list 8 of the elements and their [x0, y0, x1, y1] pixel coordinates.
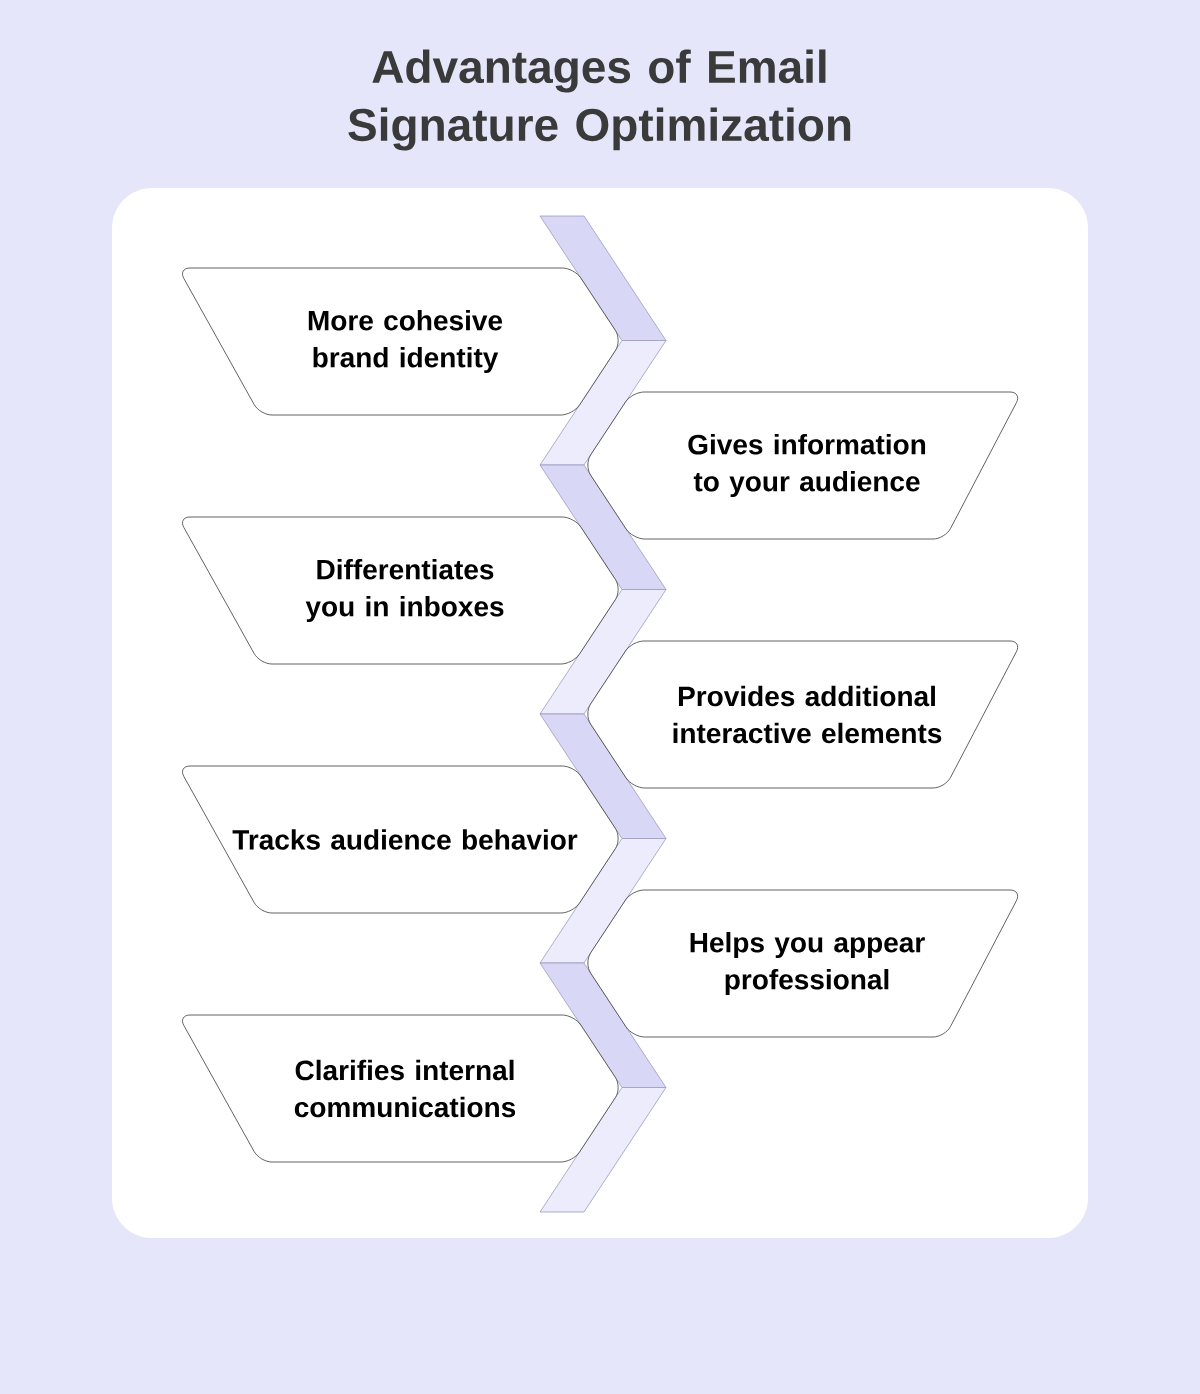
step-box: Clarifies internal communications [182, 1014, 619, 1163]
step-box: Provides additional interactive elements [587, 640, 1019, 789]
step-box: Tracks audience behavior [182, 765, 619, 914]
step-box: Helps you appear professional [587, 889, 1019, 1038]
step-box: Differentiates you in inboxes [182, 516, 619, 665]
step-box: More cohesive brand identity [182, 267, 619, 416]
step-box: Gives information to your audience [587, 391, 1019, 540]
title: Advantages of Email Signature Optimization [348, 49, 851, 151]
